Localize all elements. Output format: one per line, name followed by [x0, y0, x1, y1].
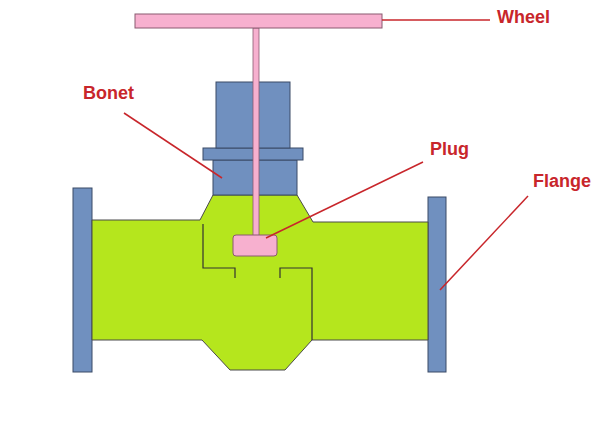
seat-wall — [203, 224, 235, 278]
part-label: Plug — [430, 139, 469, 159]
part-label: Wheel — [497, 7, 550, 27]
part-label: Bonet — [83, 83, 134, 103]
valve-plug — [233, 235, 277, 256]
leader-line — [440, 196, 528, 290]
leader-line — [382, 19, 490, 21]
left-flange — [73, 188, 92, 372]
right-flange — [428, 197, 446, 372]
leader-line — [124, 113, 222, 178]
hand-wheel — [135, 14, 382, 28]
valve-body — [92, 195, 428, 370]
part-label: Flange — [533, 171, 591, 191]
leader-line — [266, 162, 423, 238]
valve-stem — [253, 28, 259, 237]
seat-wall — [280, 268, 312, 340]
